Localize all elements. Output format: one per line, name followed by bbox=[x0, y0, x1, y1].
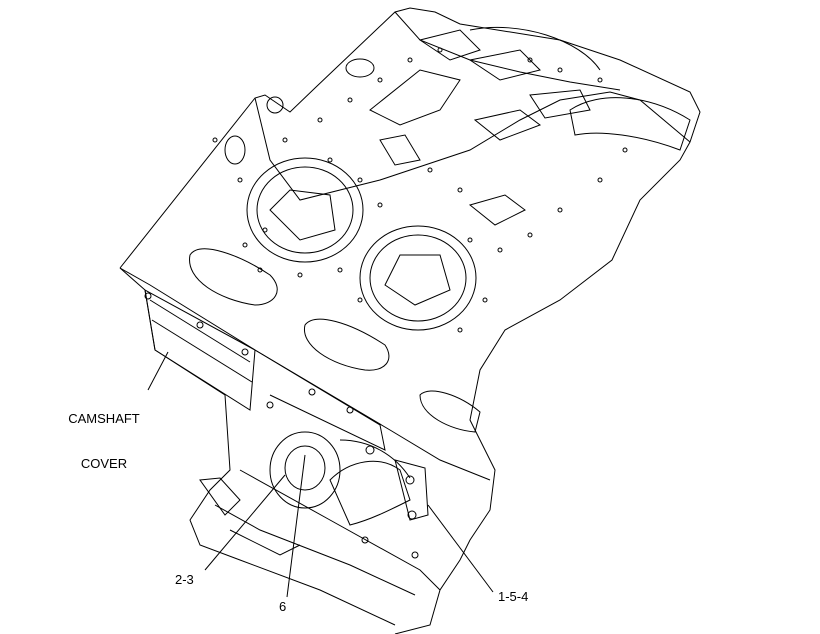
cylinder-bore-2 bbox=[359, 225, 477, 331]
leader-2-3 bbox=[204, 474, 286, 571]
block-left-side bbox=[119, 267, 226, 396]
block-front-edge bbox=[119, 267, 491, 481]
callout-6: 6 bbox=[279, 599, 287, 614]
leader-6 bbox=[286, 454, 306, 598]
camshaft-cover-label-line2: COVER bbox=[80, 456, 128, 471]
cover-plate-round bbox=[269, 431, 341, 509]
leader-camshaft-cover bbox=[147, 351, 169, 391]
camshaft-cover-label: CAMSHAFT COVER bbox=[60, 381, 148, 501]
cylinder-bore-1 bbox=[246, 157, 364, 263]
callout-2-3: 2-3 bbox=[175, 572, 194, 587]
flange bbox=[394, 459, 429, 521]
bolt-holes bbox=[144, 47, 628, 559]
elbow-tube bbox=[329, 460, 411, 526]
callout-1-5-4: 1-5-4 bbox=[498, 589, 529, 604]
leader-1-5-4 bbox=[427, 504, 494, 593]
block-outline bbox=[119, 7, 701, 634]
camshaft-cover bbox=[144, 289, 256, 411]
camshaft-cover-label-line1: CAMSHAFT bbox=[68, 411, 140, 426]
